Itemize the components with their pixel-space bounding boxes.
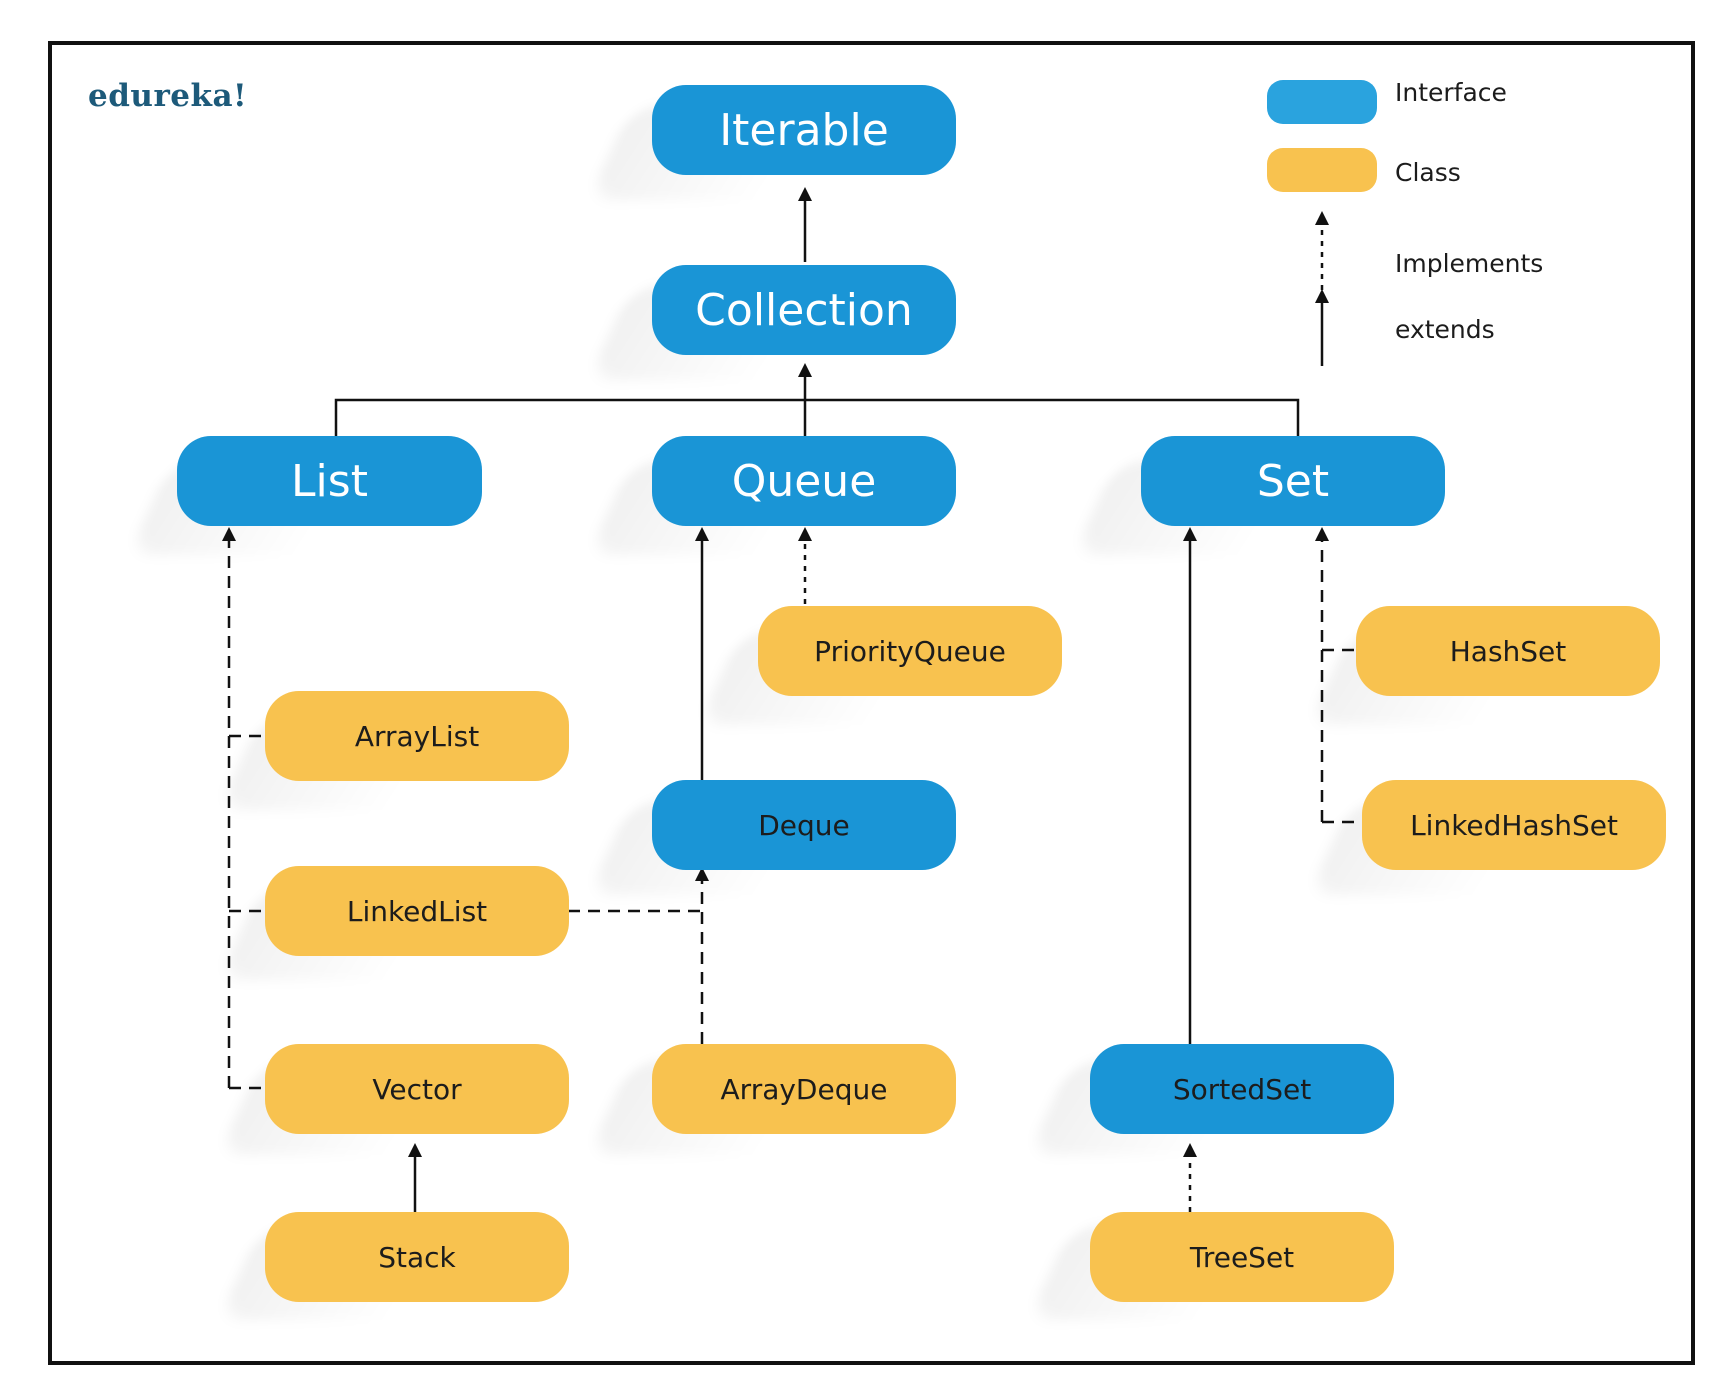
node-arraylist: ArrayList [265, 691, 569, 781]
node-hashset: HashSet [1356, 606, 1660, 696]
legend-interface-swatch [1267, 80, 1377, 124]
edureka-logo: edureka! [88, 78, 248, 114]
node-linkedlist: LinkedList [265, 866, 569, 956]
node-priorityqueue: PriorityQueue [758, 606, 1062, 696]
node-linkedhashset: LinkedHashSet [1362, 780, 1666, 870]
legend-class-swatch [1267, 148, 1377, 192]
node-stack: Stack [265, 1212, 569, 1302]
node-vector: Vector [265, 1044, 569, 1134]
node-iterable: Iterable [652, 85, 956, 175]
node-arraydeque: ArrayDeque [652, 1044, 956, 1134]
node-list: List [177, 436, 482, 526]
node-sortedset: SortedSet [1090, 1044, 1394, 1134]
legend-class-label: Class [1395, 158, 1461, 187]
node-deque: Deque [652, 780, 956, 870]
node-collection: Collection [652, 265, 956, 355]
node-set: Set [1141, 436, 1445, 526]
legend-extends-label: extends [1395, 315, 1495, 344]
legend-interface-label: Interface [1395, 78, 1507, 107]
node-queue: Queue [652, 436, 956, 526]
legend-implements-label: Implements [1395, 249, 1544, 278]
node-treeset: TreeSet [1090, 1212, 1394, 1302]
